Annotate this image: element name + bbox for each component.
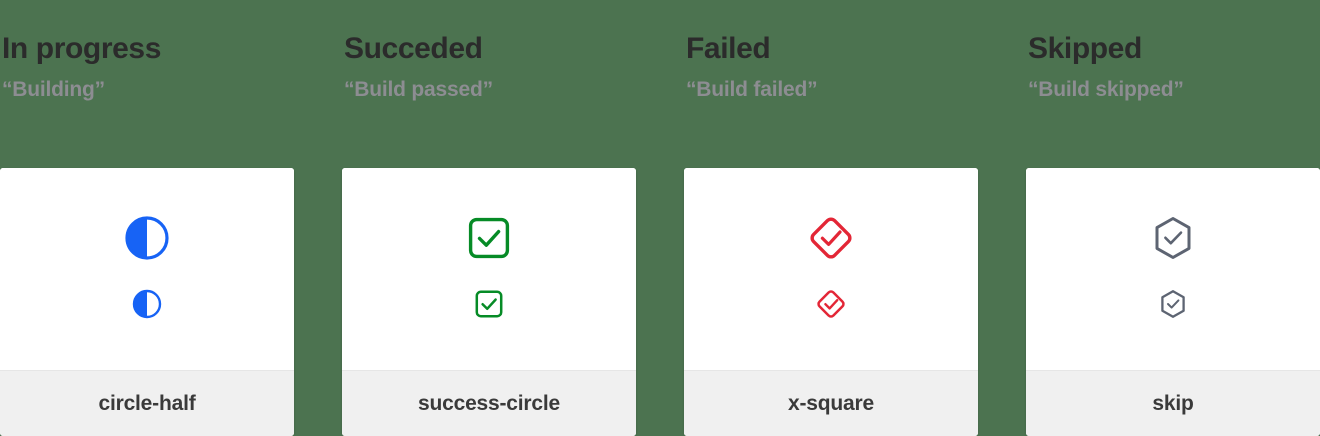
icon-card-success-circle[interactable]: success-circle	[342, 168, 636, 436]
state-title: In progress	[2, 32, 161, 65]
icon-preview-area	[0, 168, 294, 370]
heading-block-succeded: Succeded “Build passed”	[342, 0, 636, 168]
icon-preview-area	[342, 168, 636, 370]
icon-card-label: skip	[1152, 391, 1194, 415]
heading-block-failed: Failed “Build failed”	[684, 0, 978, 168]
icon-card-x-square[interactable]: x-square	[684, 168, 978, 436]
icon-card-label: circle-half	[98, 391, 196, 415]
state-subtitle: “Building”	[2, 77, 105, 101]
status-column-skipped: Skipped “Build skipped”	[1026, 0, 1320, 436]
x-square-icon	[807, 214, 855, 262]
icon-card-footer: circle-half	[0, 370, 294, 436]
circle-half-icon-small	[131, 288, 163, 320]
state-subtitle: “Build failed”	[686, 77, 818, 101]
success-circle-icon-small	[473, 288, 505, 320]
skip-icon	[1149, 214, 1197, 262]
icon-card-skip[interactable]: skip	[1026, 168, 1320, 436]
success-circle-icon	[465, 214, 513, 262]
state-subtitle: “Build passed”	[344, 77, 493, 101]
icon-card-circle-half[interactable]: circle-half	[0, 168, 294, 436]
heading-block-skipped: Skipped “Build skipped”	[1026, 0, 1320, 168]
icon-preview-area	[1026, 168, 1320, 370]
icon-card-footer: success-circle	[342, 370, 636, 436]
state-title: Skipped	[1028, 32, 1142, 65]
icon-card-label: success-circle	[418, 391, 560, 415]
x-square-icon-small	[815, 288, 847, 320]
state-subtitle: “Build skipped”	[1028, 77, 1184, 101]
icon-card-footer: skip	[1026, 370, 1320, 436]
circle-half-icon	[123, 214, 171, 262]
state-title: Succeded	[344, 32, 483, 65]
state-title: Failed	[686, 32, 771, 65]
status-column-succeded: Succeded “Build passed”	[342, 0, 636, 436]
skip-icon-small	[1157, 288, 1189, 320]
heading-block-in-progress: In progress “Building”	[0, 0, 294, 168]
status-column-failed: Failed “Build failed”	[684, 0, 978, 436]
status-column-in-progress: In progress “Building”	[0, 0, 294, 436]
icon-card-label: x-square	[788, 391, 874, 415]
icon-preview-area	[684, 168, 978, 370]
icon-card-footer: x-square	[684, 370, 978, 436]
